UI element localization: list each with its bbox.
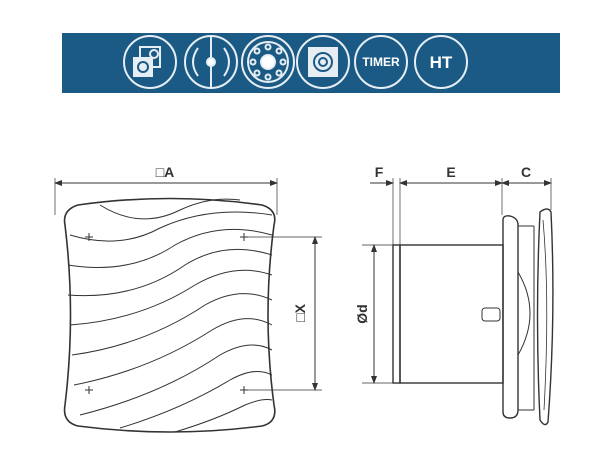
timer-icon [354,35,408,89]
dimension-x-label: □X [292,303,308,321]
rotating-mount-icon [123,35,177,89]
dimension-c-label: C [521,164,531,180]
motor-housing-icon [296,35,350,89]
front-view [54,178,322,433]
ball-bearing-icon [241,35,295,89]
humidity-sensor-icon [414,35,468,89]
timer-label: TIMER [362,55,400,69]
rotation-axis-icon [184,35,238,89]
front-grille-outline [63,197,276,433]
dimension-e-label: E [446,164,455,180]
grille-waves [67,198,273,433]
dimension-a-label: □A [156,164,175,180]
front-cover [536,208,554,426]
ht-label: HT [430,53,453,72]
duct-body [399,244,504,384]
cable-entry [481,307,501,322]
duct-collar [392,244,401,384]
dimension-d-label: Ød [354,304,370,323]
side-view [362,178,554,426]
mounting-holes [85,233,248,394]
mounting-flange [502,215,519,419]
dimension-f-label: F [375,164,384,180]
